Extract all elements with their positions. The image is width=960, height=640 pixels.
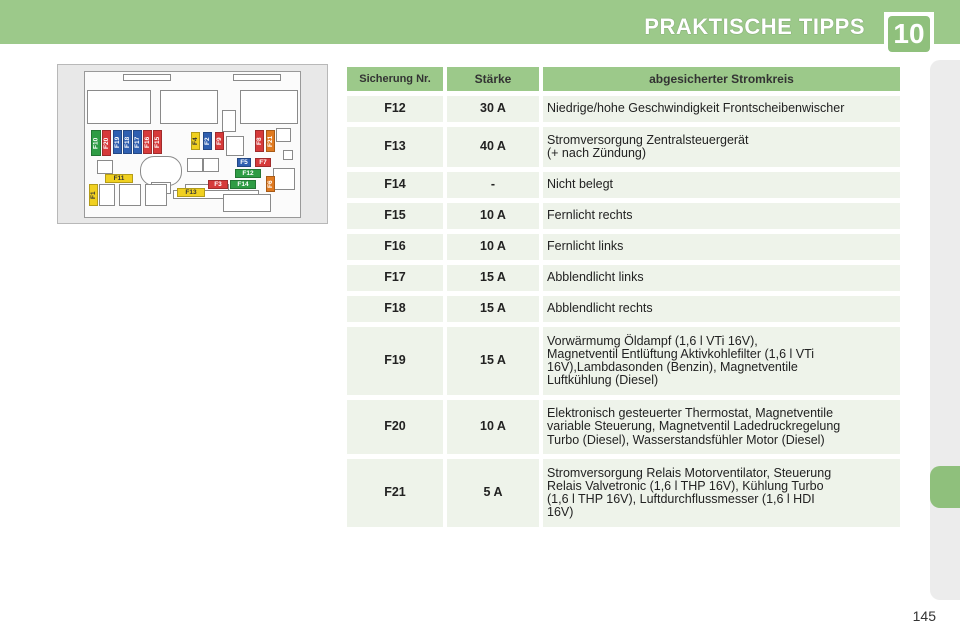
circuit-cell: Elektronisch gesteuerter Thermostat, Mag…	[543, 400, 900, 454]
circuit-cell: Vorwärmumg Öldampf (1,6 l VTi 16V), Magn…	[543, 327, 900, 395]
fuse-f14: F14	[230, 180, 256, 189]
fusebox-slot	[283, 150, 293, 160]
fusebox-slot	[222, 110, 236, 132]
amperage-cell: 10 A	[447, 234, 539, 260]
fuse-f2: F2	[203, 132, 212, 150]
column-header-circuit: abgesicherter Stromkreis	[543, 67, 900, 91]
amperage-cell: 10 A	[447, 203, 539, 229]
amperage-cell: 10 A	[447, 400, 539, 454]
amperage-cell: -	[447, 172, 539, 198]
amperage-cell: 40 A	[447, 127, 539, 167]
fuse-f6: F6	[266, 176, 275, 192]
fusebox-outline: F10 F20 F19 F18 F17 F16 F15 F4 F2 F9 F8 …	[84, 71, 301, 218]
table-header-row: Sicherung Nr. Stärke abgesicherter Strom…	[347, 67, 900, 91]
fusebox-slot	[123, 74, 171, 81]
fusebox-slot	[223, 194, 271, 212]
page-number: 145	[912, 608, 936, 624]
fuse-f15: F15	[153, 130, 162, 154]
header-band	[0, 0, 960, 44]
circuit-cell: Stromversorgung Relais Motorventilator, …	[543, 459, 900, 527]
fuse-number-cell: F20	[347, 400, 443, 454]
fuse-number-cell: F13	[347, 127, 443, 167]
page-title: PRAKTISCHE TIPPS	[644, 14, 865, 39]
fuse-number-cell: F12	[347, 96, 443, 122]
fuse-f1: F1	[89, 184, 98, 206]
amperage-cell: 5 A	[447, 459, 539, 527]
circuit-cell: Fernlicht links	[543, 234, 900, 260]
fusebox-relay	[160, 90, 218, 124]
circuit-cell: Abblendlicht links	[543, 265, 900, 291]
fuse-table: Sicherung Nr. Stärke abgesicherter Strom…	[343, 62, 904, 532]
fuse-number-cell: F18	[347, 296, 443, 322]
fuse-number-cell: F16	[347, 234, 443, 260]
fuse-number-cell: F17	[347, 265, 443, 291]
fuse-f20: F20	[102, 130, 111, 156]
fuse-f3: F3	[208, 180, 228, 189]
fuse-f8: F8	[255, 130, 264, 152]
column-header-amperage: Stärke	[447, 67, 539, 91]
fuse-f12: F12	[235, 169, 261, 178]
chapter-number: 10	[888, 16, 930, 52]
fuse-f11: F11	[105, 174, 133, 183]
fuse-f10: F10	[91, 130, 101, 156]
fuse-f17: F17	[133, 130, 142, 154]
fusebox-slot	[185, 184, 229, 191]
fuse-f7: F7	[255, 158, 271, 167]
fuse-f16: F16	[143, 130, 152, 154]
circuit-cell: Niedrige/hohe Geschwindigkeit Frontschei…	[543, 96, 900, 122]
fuse-number-cell: F14	[347, 172, 443, 198]
fusebox-slot	[203, 158, 219, 172]
fuse-f19: F19	[113, 130, 122, 154]
circuit-cell: Nicht belegt	[543, 172, 900, 198]
fuse-number-cell: F15	[347, 203, 443, 229]
circuit-cell: Stromversorgung Zentralsteuergerät (+ na…	[543, 127, 900, 167]
fuse-number-cell: F21	[347, 459, 443, 527]
side-rail	[930, 60, 960, 600]
fusebox-slot	[233, 74, 281, 81]
fuse-number-cell: F19	[347, 327, 443, 395]
circuit-cell: Abblendlicht rechts	[543, 296, 900, 322]
fusebox-relay	[87, 90, 151, 124]
circuit-cell: Fernlicht rechts	[543, 203, 900, 229]
fusebox-slot	[226, 136, 244, 156]
fusebox-slot	[97, 160, 113, 174]
fusebox-relay	[240, 90, 298, 124]
amperage-cell: 30 A	[447, 96, 539, 122]
amperage-cell: 15 A	[447, 327, 539, 395]
fuse-f13: F13	[177, 188, 205, 197]
amperage-cell: 15 A	[447, 265, 539, 291]
fusebox-slot	[145, 184, 167, 206]
fusebox-slot	[273, 168, 295, 190]
fuse-f4: F4	[191, 132, 200, 150]
table-row: F14-Nicht belegt	[347, 172, 900, 198]
fusebox-slot	[119, 184, 141, 206]
amperage-cell: 15 A	[447, 296, 539, 322]
fusebox-slot	[276, 128, 291, 142]
fusebox-diagram: F10 F20 F19 F18 F17 F16 F15 F4 F2 F9 F8 …	[57, 64, 328, 224]
fuse-f5: F5	[237, 158, 251, 167]
column-header-fuse: Sicherung Nr.	[347, 67, 443, 91]
fusebox-slot	[187, 158, 203, 172]
fuse-f21: F21	[266, 130, 275, 152]
side-chapter-marker	[930, 466, 960, 508]
fuse-f18: F18	[123, 130, 132, 154]
fusebox-slot	[99, 184, 115, 206]
fuse-f9: F9	[215, 132, 224, 150]
